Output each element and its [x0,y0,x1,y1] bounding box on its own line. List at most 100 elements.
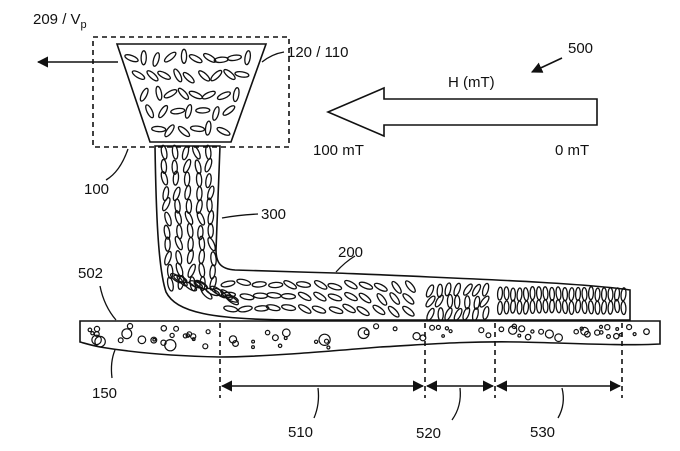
elongated-particle [170,107,186,115]
elongated-particle [587,300,595,315]
elongated-particle [555,299,562,314]
elongated-particle [425,295,436,308]
substrate-leader [99,285,117,321]
box-label: 100 [84,181,109,198]
elongated-particle [462,283,473,296]
elongated-particles [124,48,627,322]
bubble [271,334,279,342]
elongated-particle [453,307,463,321]
elongated-particle [188,280,203,289]
elongated-particle [234,70,250,78]
elongated-particle [283,280,298,290]
bubble [441,334,446,338]
bubble [429,324,436,331]
bubble [313,339,319,344]
elongated-particle [189,125,206,133]
elongated-particle [139,87,149,102]
bubble [579,326,584,331]
elongated-particle [548,286,556,302]
elongated-particle [373,282,388,292]
elongated-particle [194,159,202,175]
elongated-particle [171,159,178,175]
stream-leader [221,213,259,219]
elongated-particle [311,305,327,314]
elongated-particle [187,236,194,253]
dashed-box [92,36,290,148]
elongated-particle [620,287,627,302]
elongated-particle [594,287,601,302]
zone-510-leader [313,387,320,419]
elongated-particle [358,292,372,304]
bubble [318,333,331,346]
elongated-particle [535,286,543,301]
elongated-particle [198,249,206,265]
elongated-particle [232,87,240,103]
elongated-particle [172,186,181,202]
elongated-particle [372,304,386,316]
elongated-particle [387,305,400,318]
elongated-particle [344,291,358,302]
bubble [160,339,167,346]
bubble [137,335,147,345]
elongated-particle [155,85,163,101]
elongated-particle [197,225,204,241]
layer-label: 200 [338,244,363,261]
elongated-particle [581,286,588,302]
elongated-particle [198,262,206,278]
elongated-particle [207,210,215,226]
bubble [508,325,518,335]
elongated-particle [176,274,188,287]
bubble [189,333,197,340]
elongated-particle [124,54,139,63]
elongated-particle [313,291,327,302]
elongated-particle [295,281,312,288]
elongated-particle [158,104,169,119]
elongated-particle [160,144,168,160]
bubble [392,326,398,332]
elongated-particle [145,104,155,119]
elongated-particle [195,171,203,188]
elongated-particle [188,54,203,64]
bubble [554,333,563,343]
elongated-particle [542,286,549,301]
elongated-particle [462,306,471,321]
elongated-particle [210,69,223,82]
elongated-particle [180,48,188,64]
elongated-particle [298,304,312,314]
elongated-particle [173,68,183,83]
elongated-particle [196,186,203,202]
elongated-particle [174,210,183,225]
bubble [573,328,580,335]
elongated-particle [568,300,575,316]
particles-150 [87,322,650,352]
bubble [604,324,611,331]
elongated-particle [204,120,212,136]
bubble [323,338,330,344]
layer-leader [335,255,356,273]
elongated-particle [548,299,556,314]
bubble [121,328,133,340]
elongated-particle [522,287,530,302]
elongated-particle [561,287,569,302]
elongated-particle [206,185,215,201]
elongated-particle [268,281,284,289]
hopper-label: 120 / 110 [287,44,348,61]
bubble [612,332,620,340]
elongated-particle [187,263,196,278]
bubble [580,326,589,336]
elongated-particle [542,299,549,314]
elongated-particle [402,293,415,305]
bubble [643,328,650,336]
bubble [605,334,611,340]
zone-520-leader [451,387,461,421]
elongated-particle [425,284,435,298]
elongated-particle [356,306,370,317]
elongated-particle [600,287,608,302]
elongated-particle [600,300,608,315]
elongated-particle [607,287,614,302]
elongated-particle [204,157,213,173]
elongated-particle [496,300,504,316]
figure-arrow [530,57,563,73]
bubble [232,340,240,348]
elongated-particle [140,50,147,66]
